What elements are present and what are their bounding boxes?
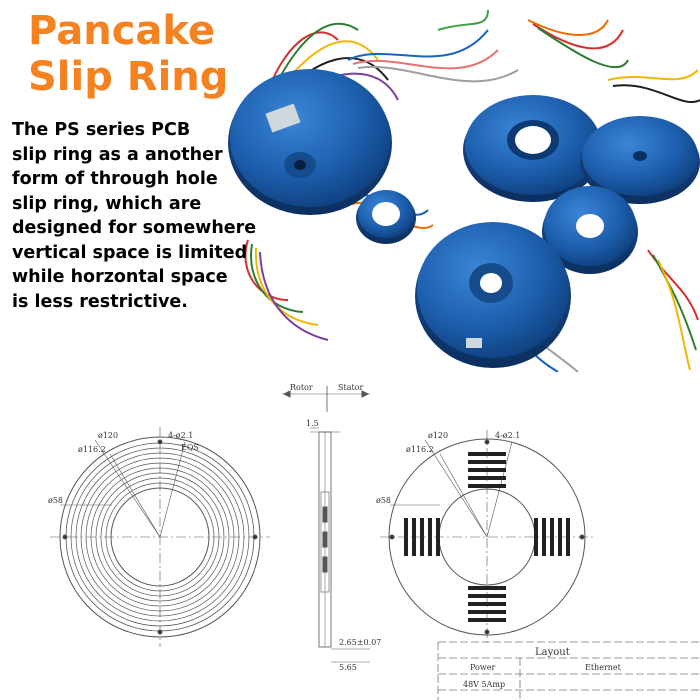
slip-ring-large-front — [415, 222, 571, 368]
stator-label: Stator — [338, 383, 363, 392]
left-dia-outer-label: ø120 — [98, 431, 118, 440]
description-line: while horzontal space — [12, 267, 228, 287]
dim-top-label: 1.5 — [306, 419, 319, 428]
left-holes-label: 4-ø2.1 — [168, 431, 193, 440]
right-dia-pcd-label: ø116.2 — [406, 445, 434, 454]
drawing-left-view — [50, 427, 270, 647]
dim-total-label: 5.65 — [339, 663, 357, 672]
description-line: The PS series PCB — [12, 120, 191, 140]
right-dia-outer-label: ø120 — [428, 431, 448, 440]
brush-blocks — [404, 452, 570, 622]
slip-ring-top-center — [463, 95, 603, 202]
title-line-1: Pancake — [28, 8, 216, 54]
page-title: Pancake Slip Ring — [28, 8, 228, 100]
description-line: form of through hole — [12, 169, 218, 189]
layout-col-power: Power — [470, 663, 495, 672]
left-dia-pcd-label: ø116.2 — [78, 445, 106, 454]
description-line: is less restrictive. — [12, 291, 188, 312]
drawing-side-view — [282, 386, 370, 663]
left-dia-bore-label: ø58 — [48, 496, 63, 505]
title-line-2: Slip Ring — [28, 54, 229, 100]
description-line: vertical space is limited — [12, 242, 248, 263]
layout-title: Layout — [535, 647, 570, 658]
right-holes-label: 4-ø2.1 — [495, 431, 520, 440]
product-photo — [228, 9, 700, 372]
slip-ring-large-left — [228, 69, 392, 215]
description-line: designed for somewhere — [12, 218, 257, 238]
wire-bundle — [244, 9, 700, 372]
product-description: The PS series PCB slip ring as a another… — [12, 118, 274, 314]
layout-col-ethernet: Ethernet — [585, 663, 622, 672]
right-dia-bore-label: ø58 — [376, 496, 391, 505]
slip-ring-middle-right — [542, 186, 638, 274]
rotor-label: Rotor — [290, 383, 313, 392]
layout-row-power-value: 48V 5Amp — [463, 680, 505, 689]
technical-drawing: ø120 ø116.2 ø58 4-ø2.1 EQS Rotor Stator … — [48, 383, 700, 700]
slip-ring-small — [356, 190, 416, 244]
layout-table — [437, 641, 700, 700]
slip-ring-right — [580, 116, 700, 204]
description-line: slip ring, which are — [12, 193, 202, 214]
description-line: slip ring as a another — [12, 144, 223, 165]
dim-thick-label: 2.65±0.07 — [339, 638, 381, 647]
left-holes-note: EQS — [181, 443, 199, 452]
